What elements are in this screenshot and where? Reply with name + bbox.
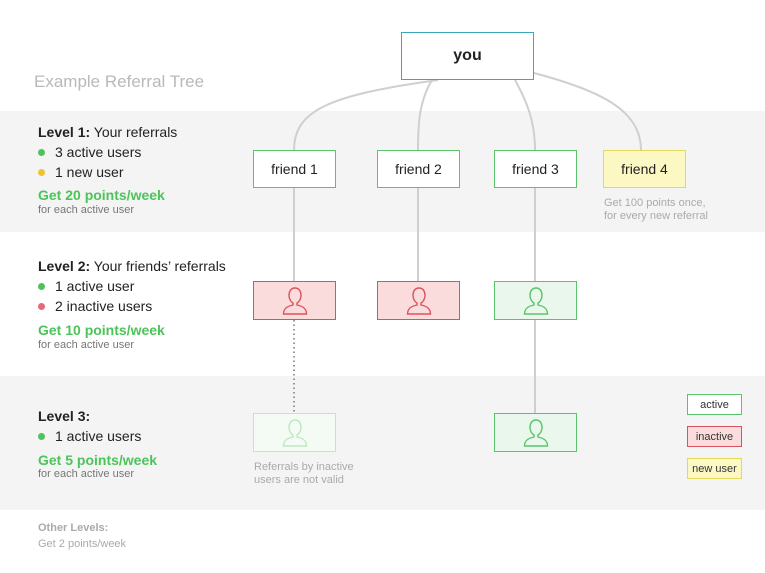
level-2-bullet-1: 1 active user — [38, 278, 134, 294]
level-1-bullet-1: 3 active users — [38, 144, 141, 160]
level-2-bullet-2: 2 inactive users — [38, 298, 152, 314]
level-1-bullet-2-text: 1 new user — [55, 164, 124, 180]
level-2-points: Get 10 points/week — [38, 322, 165, 338]
level-1-bullet-2: 1 new user — [38, 164, 123, 180]
friend4-note-line2: for every new referral — [604, 210, 708, 222]
level-2-sub: for each active user — [38, 339, 134, 351]
level-1-desc: Your referrals — [90, 124, 178, 140]
referral-inactive-1 — [253, 281, 336, 320]
invalid-note-line2: users are not valid — [254, 474, 344, 486]
level-3-band — [0, 376, 765, 510]
connector-you-friend1 — [293, 79, 439, 151]
level-2-desc: Your friends’ referrals — [90, 258, 226, 274]
active-dot — [38, 148, 45, 156]
connector-you-friend3 — [514, 79, 536, 151]
level-2-label: Level 2: — [38, 258, 91, 274]
diagram-title: Example Referral Tree — [34, 72, 205, 91]
level-3-label: Level 3: — [38, 408, 91, 424]
level-1-bullet-1-text: 3 active users — [55, 144, 142, 160]
user-icon — [523, 286, 548, 315]
inactive-dot — [38, 302, 45, 310]
referral-inactive-2 — [377, 281, 460, 320]
level-1-title: Level 1: Your referrals — [38, 124, 177, 140]
level-2-bullet-1-text: 1 active user — [55, 278, 135, 294]
user-icon — [523, 418, 548, 447]
level-1-points: Get 20 points/week — [38, 187, 165, 203]
level-3-sub: for each active user — [38, 468, 134, 480]
user-icon — [406, 286, 431, 315]
level-2-title: Level 2: Your friends’ referrals — [38, 258, 226, 274]
friend4-note: Get 100 points once, for every new refer… — [604, 197, 708, 223]
legend-new-user: new user — [687, 458, 742, 479]
level-2-bullet-2-text: 2 inactive users — [55, 298, 153, 314]
connector-you-friend4 — [529, 71, 642, 151]
root-node-you: you — [401, 32, 534, 80]
friend-node-1: friend 1 — [253, 150, 336, 188]
user-icon — [282, 418, 307, 447]
connector-you-friend2 — [417, 79, 433, 151]
invalid-note-line1: Referrals by inactive — [254, 461, 354, 473]
new-user-dot — [38, 168, 45, 176]
level-1-sub: for each active user — [38, 204, 134, 216]
active-dot — [38, 282, 45, 290]
friend-node-3: friend 3 — [494, 150, 577, 188]
referral-active-1 — [494, 281, 577, 320]
level-1-label: Level 1: — [38, 124, 91, 140]
friend-node-2: friend 2 — [377, 150, 460, 188]
other-levels-sub: Get 2 points/week — [38, 538, 127, 550]
user-icon — [282, 286, 307, 315]
referral-active-level3 — [494, 413, 577, 452]
other-levels-title: Other Levels: — [38, 522, 109, 534]
referral-invalid — [253, 413, 336, 452]
level-3-bullet-1-text: 1 active users — [55, 428, 142, 444]
level-3-title: Level 3: — [38, 408, 90, 424]
level-3-bullet-1: 1 active users — [38, 428, 141, 444]
legend-inactive: inactive — [687, 426, 742, 447]
active-dot — [38, 432, 45, 440]
invalid-note: Referrals by inactive users are not vali… — [254, 461, 354, 487]
friend4-note-line1: Get 100 points once, — [604, 197, 706, 209]
friend-node-4: friend 4 — [603, 150, 686, 188]
level-3-points: Get 5 points/week — [38, 452, 158, 468]
legend-active: active — [687, 394, 742, 415]
